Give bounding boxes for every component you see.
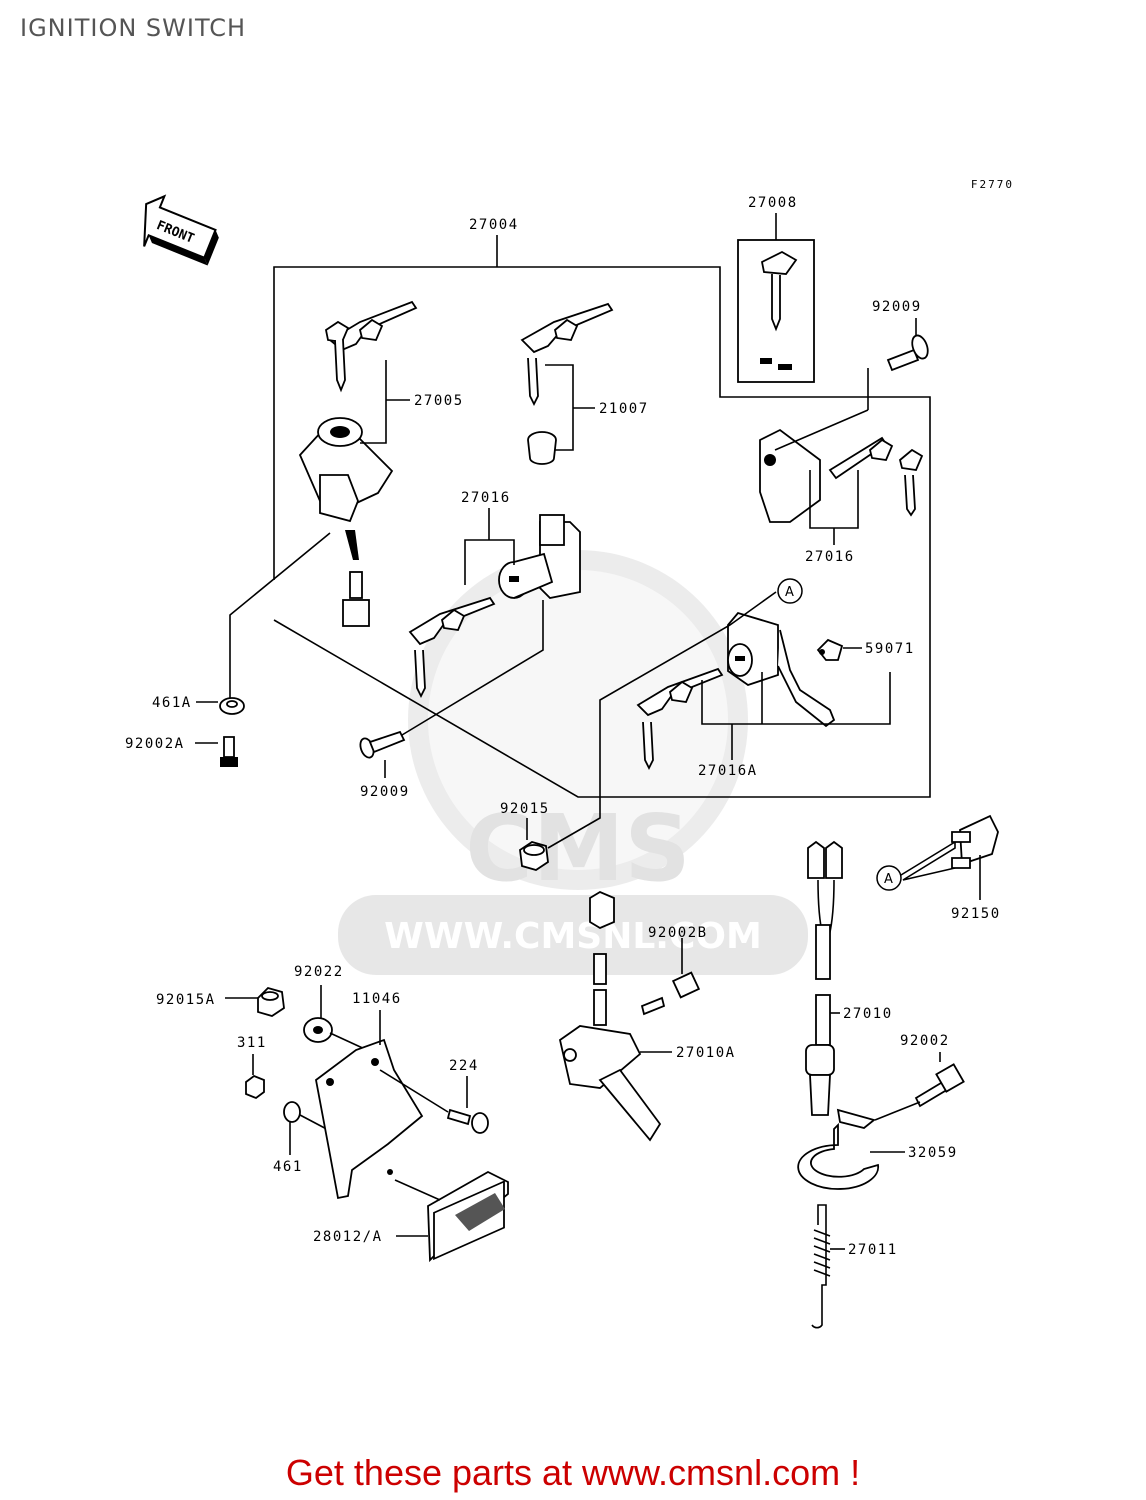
label-27010A: 27010A (676, 1045, 736, 1061)
key-set-21007 (520, 302, 614, 465)
label-224: 224 (449, 1058, 479, 1074)
label-461A: 461A (152, 695, 192, 711)
svg-text:A: A (785, 585, 794, 600)
nut-92015-icon (519, 818, 549, 871)
label-27011: 27011 (848, 1242, 898, 1258)
bolt-92002-icon (874, 1052, 965, 1121)
svg-text:A: A (884, 872, 893, 887)
clip-59071-icon (816, 638, 862, 661)
lock-27016A (547, 591, 891, 849)
label-11046: 11046 (352, 991, 402, 1007)
screw-92009-top-icon (867, 318, 929, 410)
label-92150: 92150 (951, 906, 1001, 922)
bolt-92002A-icon (195, 736, 238, 767)
switch-27010 (805, 840, 843, 1116)
bolts-92150-icon (951, 814, 999, 900)
label-32059: 32059 (908, 1145, 958, 1161)
bracket-11046-icon (315, 1010, 424, 1200)
label-27004: 27004 (469, 217, 519, 233)
label-27016-middle: 27016 (461, 490, 511, 506)
label-92002B: 92002B (648, 925, 708, 941)
ref-A-top: A (777, 578, 803, 604)
reflector-28012A-icon (394, 1170, 509, 1263)
label-27005: 27005 (414, 393, 464, 409)
label-92009-bottom: 92009 (360, 784, 410, 800)
label-92002A: 92002A (125, 736, 185, 752)
key-card-27008 (737, 213, 815, 383)
nut-311-icon (245, 1054, 265, 1100)
lock-27016-middle (401, 508, 581, 736)
nut-92015A-icon (225, 986, 285, 1017)
label-92022: 92022 (294, 964, 344, 980)
label-92002: 92002 (900, 1033, 950, 1049)
page-title: IGNITION SWITCH (20, 14, 247, 42)
washer-461A-icon (196, 697, 245, 715)
ignition-switch-27005 (229, 300, 418, 702)
watermark-logo: WWW.CMSNL.COM CMS (338, 550, 808, 975)
label-92015A: 92015A (156, 992, 216, 1008)
front-arrow-icon: FRONT (143, 194, 219, 266)
footer-link[interactable]: Get these parts at www.cmsnl.com ! (285, 1452, 861, 1493)
watermark-brand: CMS (465, 795, 690, 902)
bolt-92002B-icon (640, 938, 701, 1016)
bracket-32059-icon (797, 1108, 905, 1190)
screw-92009-bottom-icon (359, 730, 406, 778)
spring-27011-icon (811, 1204, 845, 1329)
label-27008: 27008 (748, 195, 798, 211)
figure-code: F2770 (970, 178, 1014, 191)
label-311: 311 (237, 1035, 267, 1051)
label-21007: 21007 (599, 401, 649, 417)
label-461: 461 (273, 1159, 303, 1175)
lock-27016-right (759, 409, 924, 545)
bracket-27004 (273, 235, 931, 798)
label-28012A: 28012/A (313, 1229, 383, 1245)
label-27016-right: 27016 (805, 549, 855, 565)
label-92009-top: 92009 (872, 299, 922, 315)
label-59071: 59071 (865, 641, 915, 657)
label-27010: 27010 (843, 1006, 893, 1022)
watermark-url: WWW.CMSNL.COM (384, 916, 762, 957)
label-92015: 92015 (500, 801, 550, 817)
label-27016A: 27016A (698, 763, 758, 779)
ref-A-bottom: A (876, 840, 956, 891)
switch-27010A (558, 890, 672, 1142)
bolt-224-icon (379, 1069, 489, 1134)
